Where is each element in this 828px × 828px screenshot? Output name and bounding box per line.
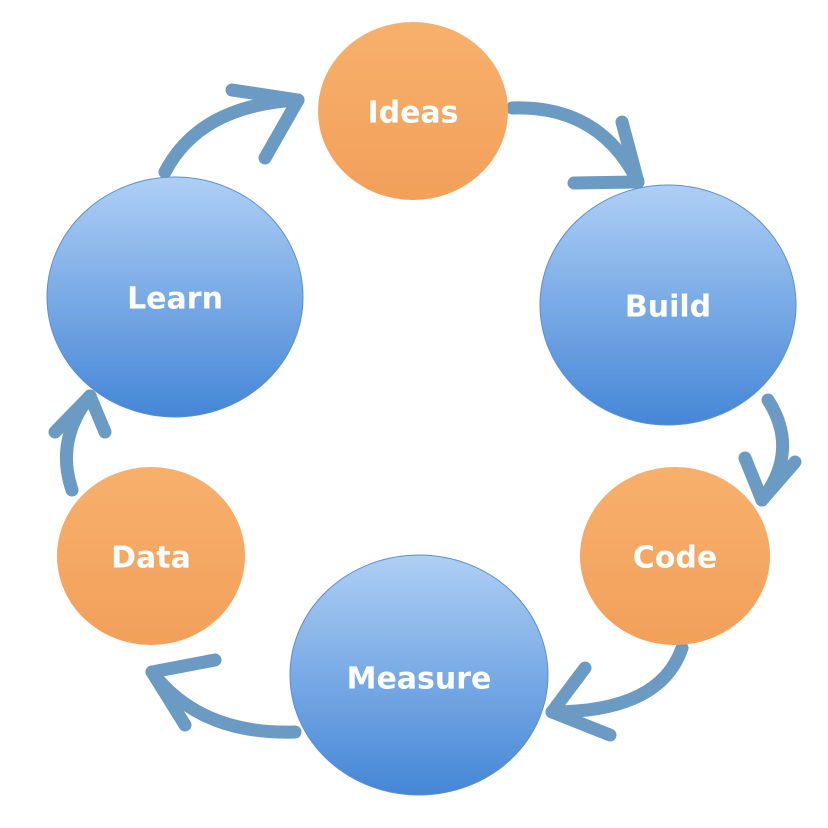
arrow-ideas-to-build: [505, 101, 645, 190]
arrow-build-to-code: [738, 393, 802, 507]
arrow-measure-to-data: [145, 653, 302, 739]
node-label: Ideas: [367, 96, 458, 131]
node-label: Code: [633, 541, 717, 576]
node-learn: Learn: [46, 176, 304, 418]
node-build: Build: [539, 184, 797, 426]
arrow-data-to-learn: [48, 389, 112, 497]
node-label: Build: [625, 290, 711, 325]
node-label: Measure: [347, 662, 492, 697]
node-data: Data: [57, 467, 245, 645]
node-label: Data: [111, 541, 191, 576]
node-label: Learn: [127, 282, 223, 317]
node-code: Code: [580, 467, 770, 645]
node-ideas: Ideas: [318, 22, 508, 200]
arrow-learn-to-ideas: [158, 83, 305, 179]
node-measure: Measure: [289, 554, 549, 796]
arrow-code-to-measure: [545, 641, 689, 742]
